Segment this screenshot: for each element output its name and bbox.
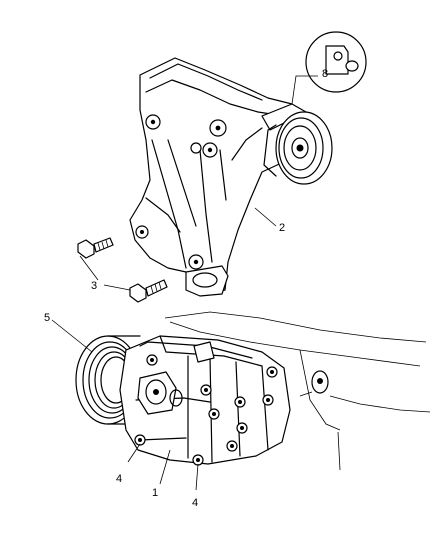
leader-line-4-right	[195, 463, 199, 491]
callout-5: 5	[44, 312, 50, 324]
leader-line-3-lower	[103, 284, 131, 291]
leader-line-5	[51, 319, 93, 353]
leader-lines	[51, 207, 277, 491]
spacer-detail-inset	[291, 31, 367, 105]
callout-4-left: 4	[116, 473, 122, 485]
callout-3: 3	[91, 280, 97, 292]
callout-1: 1	[152, 487, 158, 499]
callout-2: 2	[279, 222, 285, 234]
bolt-lower	[129, 279, 168, 303]
callout-8: 8	[322, 68, 328, 80]
bolt-upper	[77, 237, 114, 259]
engine-block-outline	[164, 311, 431, 471]
ac-compressor	[119, 335, 291, 466]
leader-line-3-upper	[79, 255, 99, 281]
leader-line-4-left	[127, 443, 141, 463]
callout-4-right: 4	[192, 497, 198, 509]
leader-line-2	[254, 207, 277, 227]
idler-pulley	[261, 103, 333, 185]
compressor-mounting-bracket	[129, 57, 293, 297]
leader-line-1	[159, 449, 171, 485]
